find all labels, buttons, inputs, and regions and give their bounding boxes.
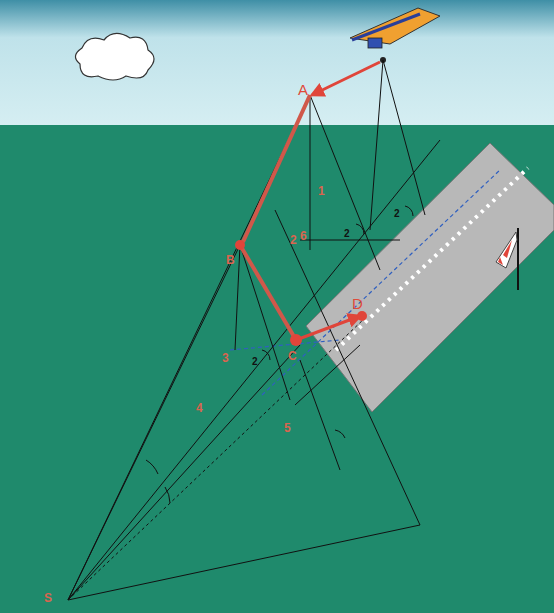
aim-line	[230, 340, 340, 350]
runway	[306, 143, 554, 412]
ground	[0, 125, 554, 613]
point-label: 5	[284, 422, 291, 434]
point-label: 1	[318, 185, 325, 197]
point-label: S	[44, 592, 52, 604]
hang-glider	[350, 8, 440, 63]
point-label: D	[352, 296, 363, 311]
windsock	[496, 228, 518, 290]
point-label: 6	[300, 230, 307, 242]
point-label: 2	[344, 228, 350, 240]
point-label: 2	[394, 208, 400, 220]
point-label: 2	[252, 356, 258, 368]
glide-path	[235, 62, 380, 346]
cloud	[75, 33, 154, 80]
point-label: 3	[222, 352, 229, 364]
point-label: A	[298, 82, 308, 97]
construction-lines	[68, 60, 440, 600]
point-label: C	[288, 350, 297, 362]
runway-centerline	[336, 168, 528, 350]
point-label: 2	[290, 234, 297, 246]
sky	[0, 0, 554, 125]
aim-line	[262, 170, 500, 395]
point-label: B	[226, 254, 235, 266]
point-label: 4	[196, 402, 203, 414]
